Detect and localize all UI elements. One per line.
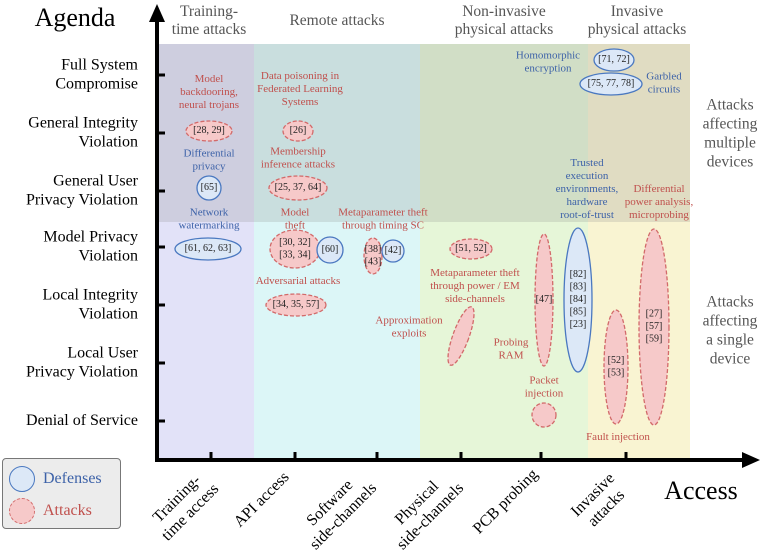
defense-homomorphic-refs-label: [71, 72]: [598, 54, 630, 65]
annotation-adversarial-attacks: Adversarial attacks: [256, 275, 341, 287]
attack-approximation-shape: [447, 306, 475, 366]
attack-backdooring-refs: [185, 120, 233, 142]
attack-fault-injection-refs-label: [52][53]: [608, 355, 625, 379]
access-level-label: Training-time access: [145, 467, 222, 544]
access-level-label: Softwareside-channels: [293, 466, 380, 553]
defense-swatch-icon: [9, 466, 35, 492]
attack-probing-ram-refs-label: [47]: [536, 294, 553, 305]
defense-differential-privacy-refs-label: [65]: [201, 182, 218, 193]
access-level-label: PCB probing: [470, 466, 541, 537]
defense-model-theft-refs-label: [60]: [322, 244, 339, 255]
defense-trusted-execution-refs: [563, 227, 593, 373]
access-level-label: Invasiveattacks: [568, 470, 632, 534]
y-axis-title: Agenda: [35, 3, 116, 32]
attack-differential-power-refs: [638, 228, 670, 426]
attack-probing-ram-refs: [534, 233, 554, 367]
attack-power-em-refs: [449, 238, 493, 260]
defense-timing-sc-refs: [381, 239, 405, 263]
y-axis-arrow-icon: [149, 4, 165, 22]
defense-watermarking-refs: [174, 237, 242, 261]
zone-non-invasive: [420, 44, 588, 458]
attack-model-theft-refs-label: [30, 32][33, 34]: [279, 237, 311, 261]
access-level-label: API access: [230, 468, 292, 530]
attack-adversarial-refs: [265, 293, 327, 317]
legend-defenses: Defenses: [9, 465, 102, 493]
attack-membership-refs-label: [25, 37, 64]: [275, 182, 322, 193]
attack-timing-sc-refs: [363, 237, 383, 275]
legend-attacks-label: Attacks: [43, 502, 92, 519]
attack-membership-refs: [268, 175, 328, 201]
attack-poisoning-refs: [282, 120, 314, 142]
legend-attacks: Attacks: [9, 497, 92, 525]
x-axis-arrow-icon: [742, 452, 760, 468]
defense-trusted-execution-refs-label: [82][83][84][85][23]: [570, 269, 587, 330]
attack-poisoning-refs-label: [26]: [290, 125, 307, 136]
attack-power-em-refs-label: [51, 52]: [455, 243, 487, 254]
defense-watermarking-refs-label: [61, 62, 63]: [185, 243, 232, 254]
attack-swatch-icon: [9, 498, 35, 524]
defense-garbled-refs-label: [75, 77, 78]: [588, 78, 635, 89]
x-axis-title: Access: [664, 476, 738, 505]
annotation-fault-injection: Fault injection: [586, 431, 650, 443]
defense-garbled-refs: [579, 72, 643, 96]
defense-differential-privacy-refs: [196, 175, 222, 201]
attack-differential-power-refs-label: [27][57][59]: [646, 309, 663, 345]
legend: Defenses Attacks: [2, 458, 121, 529]
attack-backdooring-refs-label: [28, 29]: [193, 125, 225, 136]
defense-timing-sc-refs-label: [42]: [385, 245, 402, 256]
attack-fault-injection-refs: [603, 309, 629, 425]
attack-packet-injection-shape: [531, 402, 557, 428]
agenda-level-label: Denial of Service: [26, 412, 138, 429]
attack-adversarial-refs-label: [34, 35, 57]: [273, 299, 320, 310]
column-header: Remote attacks: [289, 12, 384, 29]
defense-model-theft-refs: [316, 236, 344, 264]
legend-defenses-label: Defenses: [43, 470, 102, 487]
access-level-label: Physicalside-channels: [380, 466, 467, 553]
column-header: Training-time attacks: [172, 3, 246, 38]
defense-homomorphic-refs: [593, 48, 635, 72]
attack-timing-sc-refs-label: [38][43]: [365, 244, 382, 268]
